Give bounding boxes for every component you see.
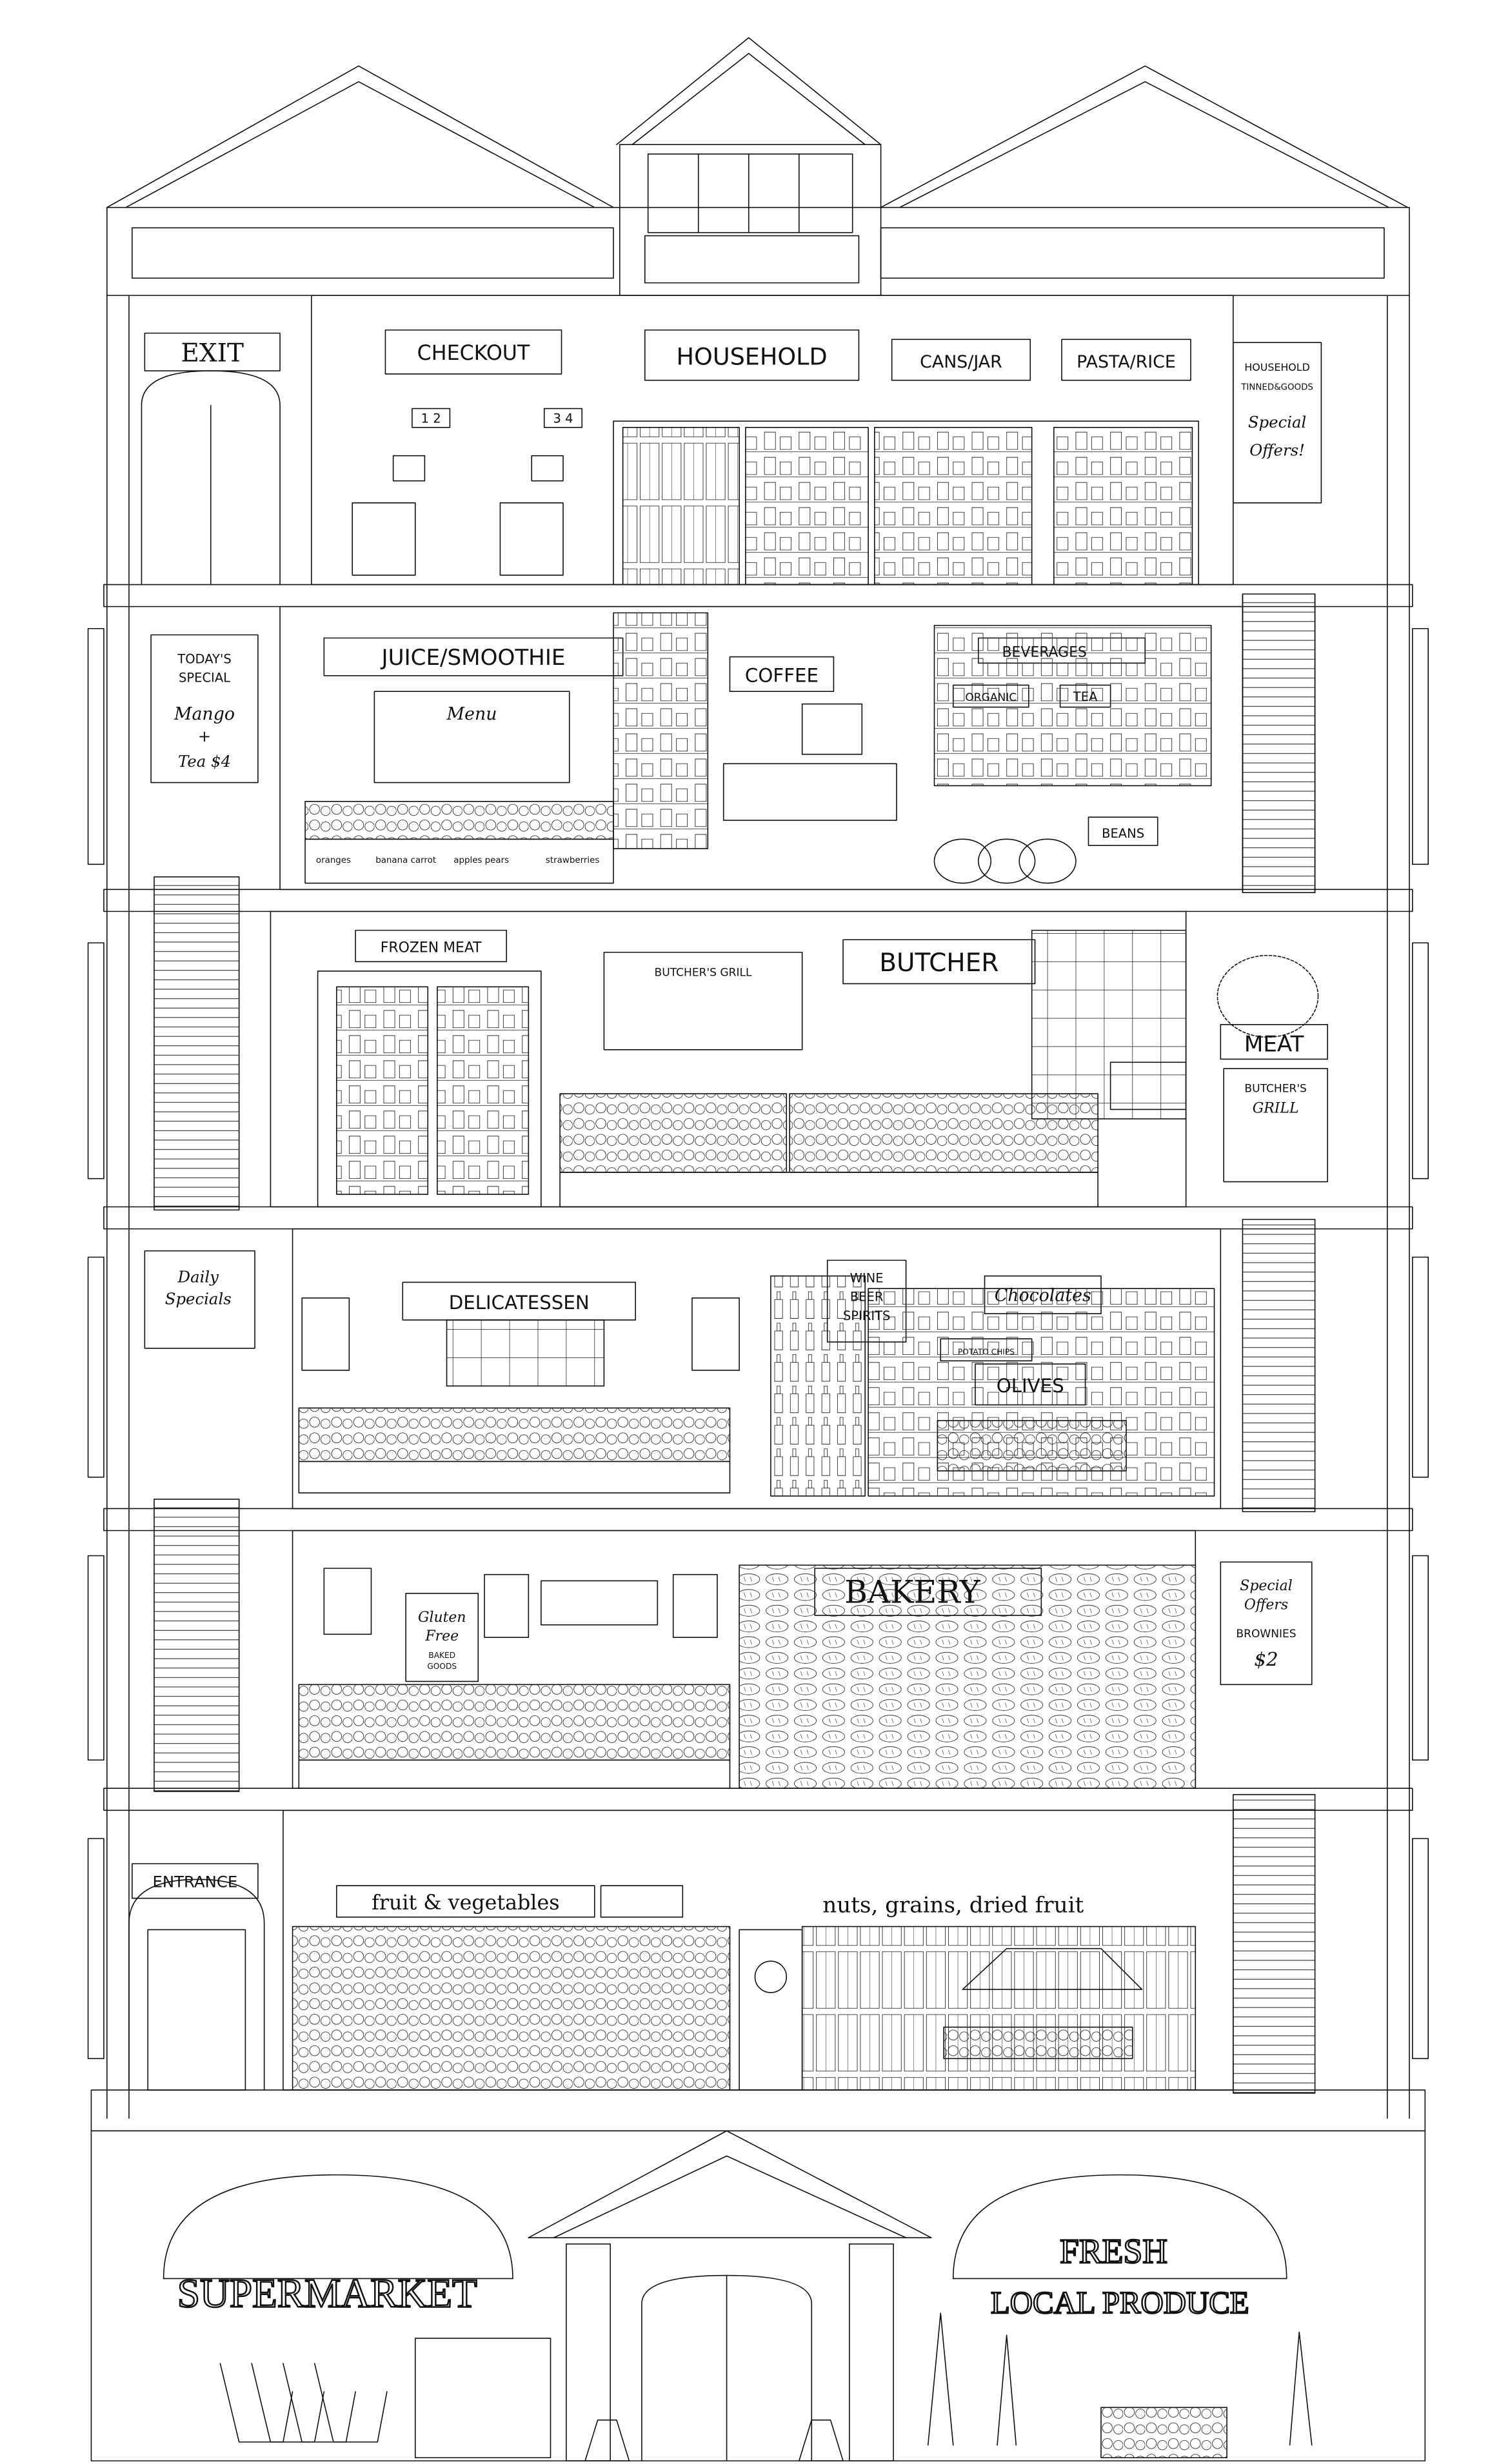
butchers-grill-poster-line-1: BUTCHER'S xyxy=(1244,1083,1306,1096)
roof xyxy=(107,37,1409,295)
household-poster-line-1: HOUSEHOLD xyxy=(1244,361,1309,373)
bakery-sign: BAKERY xyxy=(844,1575,980,1611)
gluten-free-line-4: GOODS xyxy=(427,1662,457,1671)
checkout-sign: CHECKOUT xyxy=(417,342,530,365)
staircases xyxy=(154,594,1315,2093)
fresh-facade-lettering: FRESH xyxy=(1060,2232,1167,2271)
meat-sign: MEAT xyxy=(1244,1031,1304,1057)
special-offers-line-3: BROWNIES xyxy=(1236,1628,1296,1641)
juice-smoothie-sign: JUICE/SMOOTHIE xyxy=(381,645,566,671)
daily-specials-line-1: Daily xyxy=(177,1267,220,1286)
supermarket-facade-lettering: SUPERMARKET xyxy=(177,2271,477,2316)
floor-6 xyxy=(141,295,1321,584)
todays-special-line-1: TODAY'S xyxy=(177,651,231,666)
special-offers-line-1: Special xyxy=(1240,1578,1292,1594)
delicatessen-sign: DELICATESSEN xyxy=(449,1292,590,1314)
floor-4 xyxy=(270,911,1327,1207)
butchers-grill-menu-title: BUTCHER'S GRILL xyxy=(655,966,752,979)
building-frame xyxy=(88,295,1429,2461)
household-poster-line-3: Special xyxy=(1248,413,1306,431)
butchers-grill-poster-line-2: GRILL xyxy=(1253,1100,1299,1116)
special-offers-line-4: $2 xyxy=(1254,1648,1278,1670)
todays-special-line-2: SPECIAL xyxy=(179,671,230,685)
beverages-sign: BEVERAGES xyxy=(1002,645,1086,661)
tea-label: TEA xyxy=(1073,689,1098,704)
household-poster-line-4: Offers! xyxy=(1249,441,1305,460)
floor-1 xyxy=(129,1810,1233,2090)
todays-special-line-3: Mango xyxy=(174,704,235,724)
floor-3 xyxy=(144,1229,1220,1509)
potato-chips-label: POTATO CHIPS xyxy=(958,1348,1015,1357)
produce-label-2: banana carrot xyxy=(375,856,436,865)
chocolates-sign: Chocolates xyxy=(995,1286,1091,1306)
nuts-grains-sign: nuts, grains, dried fruit xyxy=(822,1893,1084,1918)
exit-sign: EXIT xyxy=(181,339,244,368)
gluten-free-line-2: Free xyxy=(424,1628,459,1644)
ground-floor xyxy=(164,2131,1312,2461)
floor-5 xyxy=(151,607,1242,890)
register-a-number: 1 2 xyxy=(421,411,441,426)
wine-sign-line-1: WINE xyxy=(850,1270,884,1285)
signage-text: EXIT CHECKOUT HOUSEHOLD CANS/JAR PASTA/R… xyxy=(152,339,1313,2322)
coffee-sign: COFFEE xyxy=(745,665,819,687)
juice-menu-board: Menu xyxy=(446,704,497,724)
register-b-number: 3 4 xyxy=(553,411,573,426)
daily-specials-line-2: Specials xyxy=(165,1290,232,1308)
gluten-free-line-3: BAKED xyxy=(428,1651,455,1660)
pasta-rice-sign: PASTA/RICE xyxy=(1077,352,1176,372)
fruit-veg-sign: fruit & vegetables xyxy=(372,1891,559,1915)
produce-label-3: apples pears xyxy=(453,856,509,865)
frozen-meat-sign: FROZEN MEAT xyxy=(381,940,482,956)
organic-label: ORGANIC xyxy=(965,691,1017,704)
beans-label: BEANS xyxy=(1102,826,1144,841)
wine-sign-line-2: BEER xyxy=(850,1290,884,1305)
produce-label-4: strawberries xyxy=(546,856,599,865)
household-sign: HOUSEHOLD xyxy=(677,342,828,370)
gluten-free-line-1: Gluten xyxy=(418,1610,466,1626)
entrance-sign: ENTRANCE xyxy=(152,1873,237,1891)
cans-jar-sign: CANS/JAR xyxy=(920,352,1002,372)
wine-sign-line-3: SPIRITS xyxy=(843,1308,891,1323)
household-poster-line-2: TINNED&GOODS xyxy=(1240,382,1313,392)
local-produce-facade-lettering: LOCAL PRODUCE xyxy=(991,2285,1249,2320)
todays-special-line-4: + xyxy=(198,727,211,745)
produce-label-1: oranges xyxy=(316,856,351,865)
butcher-sign: BUTCHER xyxy=(879,949,998,978)
olives-sign: OLIVES xyxy=(997,1375,1064,1397)
special-offers-line-2: Offers xyxy=(1244,1597,1288,1613)
todays-special-line-5: Tea $4 xyxy=(178,752,231,771)
floor-2 xyxy=(293,1531,1312,1789)
